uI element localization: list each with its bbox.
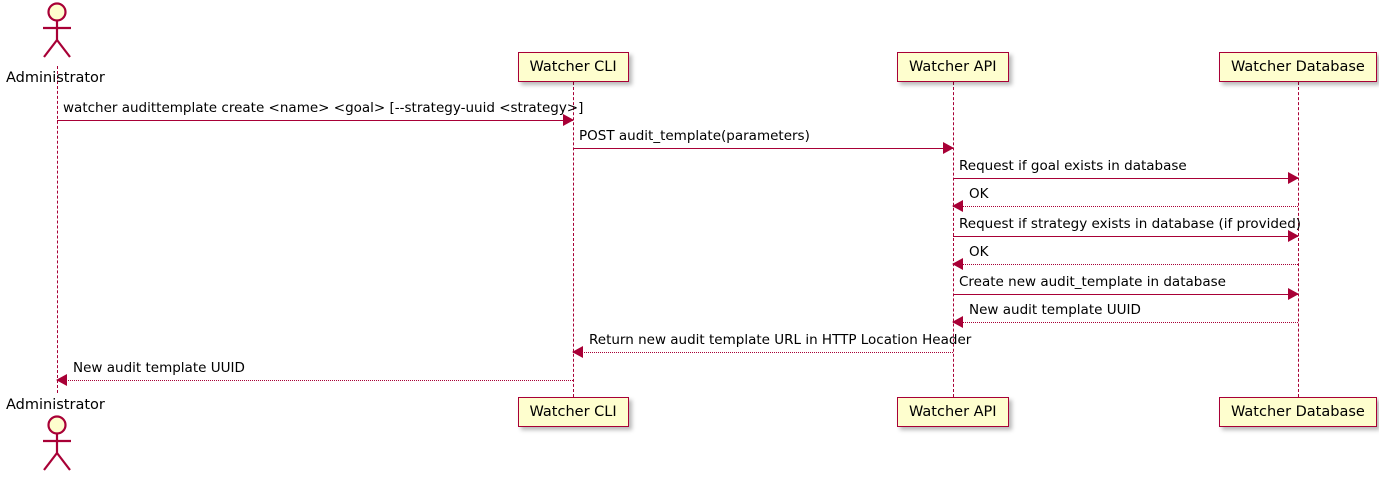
message-arrowhead-1 [563,114,574,126]
participant-box-watcher-api-bottom[interactable]: Watcher API [897,397,1009,427]
message-label-4: OK [969,186,989,203]
message-line-3 [953,178,1298,179]
message-label-1: watcher audittemplate create <name> <goa… [63,100,584,117]
message-line-5 [953,236,1298,237]
message-arrowhead-8 [952,316,963,328]
actor-label-administrator-top: Administrator [6,70,105,86]
message-arrowhead-6 [952,258,963,270]
message-line-4 [953,206,1298,207]
message-line-8 [953,322,1298,323]
message-arrowhead-2 [943,142,954,154]
message-arrowhead-7 [1288,288,1299,300]
message-line-1 [57,120,573,121]
actor-label-administrator-bottom: Administrator [6,397,105,413]
message-line-7 [953,294,1298,295]
message-label-8: New audit template UUID [969,302,1141,319]
message-arrowhead-4 [952,200,963,212]
message-label-7: Create new audit_template in database [959,274,1226,291]
actor-figure-administrator-top [35,2,79,60]
participant-box-watcher-db-top[interactable]: Watcher Database [1219,52,1377,82]
message-line-9 [573,352,953,353]
message-label-5: Request if strategy exists in database (… [959,216,1302,233]
participant-box-watcher-cli-bottom[interactable]: Watcher CLI [517,397,629,427]
lifeline-watcher-api [953,82,954,397]
participant-box-watcher-api-top[interactable]: Watcher API [897,52,1009,82]
message-label-6: OK [969,244,989,261]
message-arrowhead-3 [1288,172,1299,184]
message-label-3: Request if goal exists in database [959,158,1187,175]
message-arrowhead-10 [56,374,67,386]
message-label-2: POST audit_template(parameters) [579,128,810,145]
message-arrowhead-9 [572,346,583,358]
message-label-9: Return new audit template URL in HTTP Lo… [589,332,972,349]
participant-box-watcher-cli-top[interactable]: Watcher CLI [517,52,629,82]
message-line-10 [57,380,573,381]
message-line-6 [953,264,1298,265]
lifeline-watcher-cli [573,82,574,397]
participant-box-watcher-db-bottom[interactable]: Watcher Database [1219,397,1377,427]
message-line-2 [573,148,953,149]
lifeline-administrator [57,66,58,393]
message-label-10: New audit template UUID [73,360,245,377]
message-arrowhead-5 [1288,230,1299,242]
actor-figure-administrator-bottom [35,415,79,473]
